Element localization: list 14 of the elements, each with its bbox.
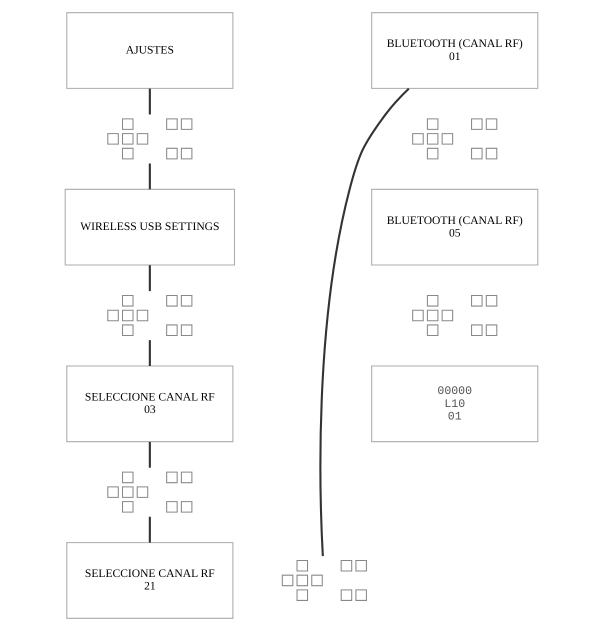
connector (148, 516, 151, 543)
connector (319, 88, 410, 556)
connector (148, 88, 151, 114)
node-box: WIRELESS USB SETTINGS (64, 188, 235, 266)
connector (148, 340, 151, 366)
node-box: AJUSTES (66, 12, 234, 89)
connector (148, 163, 151, 190)
connector (148, 442, 151, 468)
node-box: 00000 L10 01 (371, 365, 538, 442)
node-box: BLUETOOTH (CANAL RF) 05 (371, 188, 538, 266)
node-box: SELECCIONE CANAL RF 21 (66, 542, 234, 619)
node-box: BLUETOOTH (CANAL RF) 01 (371, 12, 538, 89)
node-box: SELECCIONE CANAL RF 03 (66, 365, 234, 442)
connector (148, 265, 151, 292)
